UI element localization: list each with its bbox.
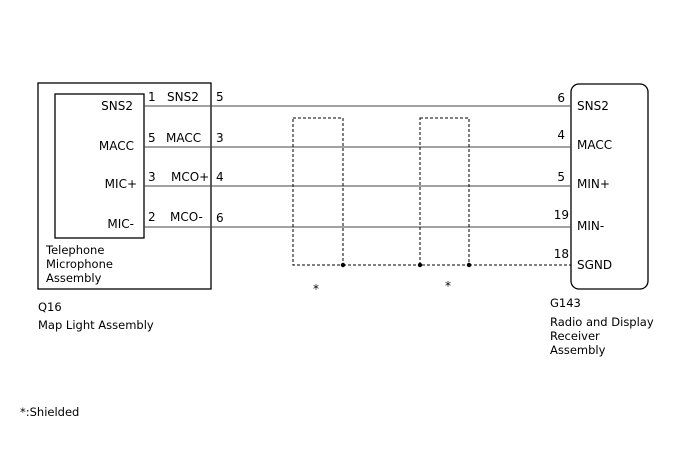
right-num-5: 18 — [554, 247, 569, 261]
right-connector-code: G143 — [550, 296, 581, 310]
right-num-1: 6 — [557, 91, 565, 105]
right-pin-macc: MACC — [577, 138, 612, 152]
out-num-2: 3 — [216, 131, 224, 145]
inner-pin-sns2: SNS2 — [101, 99, 133, 113]
shield-right — [419, 117, 470, 266]
shield-mark-2: * — [445, 279, 451, 293]
splice-dot-2 — [417, 262, 423, 268]
mid-num-4: 2 — [148, 210, 156, 224]
inner-pin-macc: MACC — [99, 139, 134, 153]
right-pin-min-minus: MIN- — [577, 219, 604, 233]
splice-dot-1 — [340, 262, 346, 268]
shield-mark-1: * — [313, 282, 319, 296]
out-num-3: 4 — [216, 170, 224, 184]
mid-num-1: 1 — [148, 90, 156, 104]
out-num-4: 6 — [216, 211, 224, 225]
splice-dot-3 — [466, 262, 472, 268]
right-num-2: 4 — [557, 128, 565, 142]
shield-legend: *:Shielded — [20, 405, 79, 419]
right-connector-name-3: Assembly — [550, 343, 606, 357]
inner-label-line-1: Telephone — [45, 243, 104, 257]
right-pin-sns2: SNS2 — [577, 99, 609, 113]
right-pin-sgnd: SGND — [577, 258, 612, 272]
right-num-3: 5 — [557, 170, 565, 184]
inner-label-line-3: Assembly — [46, 271, 102, 285]
right-num-4: 19 — [554, 208, 569, 222]
mid-pin-mco-minus: MCO- — [170, 210, 203, 224]
inner-pin-mic-plus: MIC+ — [105, 177, 137, 191]
right-connector-name-2: Receiver — [550, 329, 600, 343]
telephone-microphone-assembly-box — [54, 93, 145, 239]
right-connector-name-1: Radio and Display — [550, 315, 654, 329]
right-pin-min-plus: MIN+ — [577, 177, 610, 191]
mid-pin-mco-plus: MCO+ — [171, 170, 209, 184]
shield-left — [292, 117, 344, 266]
mid-pin-sns2: SNS2 — [167, 90, 199, 104]
inner-pin-mic-minus: MIC- — [107, 217, 134, 231]
out-num-1: 5 — [216, 90, 224, 104]
left-connector-name: Map Light Assembly — [38, 318, 154, 332]
mid-pin-macc: MACC — [166, 131, 201, 145]
mid-num-3: 3 — [148, 170, 156, 184]
mid-num-2: 5 — [148, 131, 156, 145]
left-connector-code: Q16 — [38, 300, 62, 314]
inner-label-line-2: Microphone — [46, 257, 113, 271]
